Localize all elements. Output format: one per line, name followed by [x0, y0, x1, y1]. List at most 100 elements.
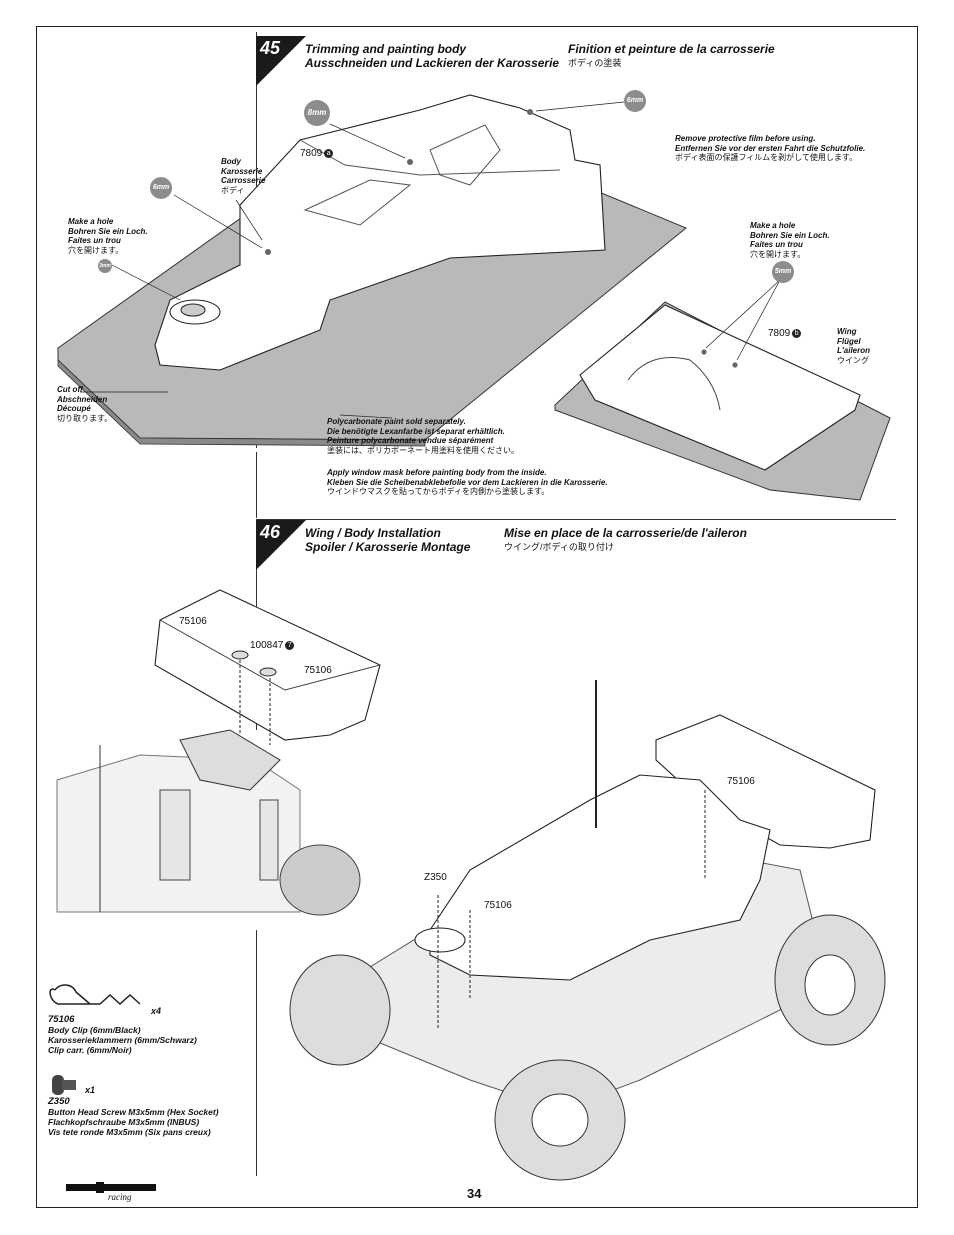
part-z350: Z350 — [424, 872, 447, 883]
body-tray-illustration — [57, 94, 687, 447]
svg-text:racing: racing — [108, 1192, 132, 1202]
button-head-screw-icon — [52, 1075, 76, 1095]
legend-z350: Z350 Button Head Screw M3x5mm (Hex Socke… — [48, 1096, 219, 1138]
body-label-en: Body — [221, 157, 241, 166]
divider-horizontal — [256, 519, 896, 520]
step-46-badge: 46 — [256, 520, 306, 570]
drill-size-3mm: 3mm — [98, 259, 112, 273]
cut-off-de: Abschneiden — [57, 394, 108, 404]
hole-note-left-jp: 穴を開けます。 — [68, 245, 124, 255]
part-100847-number: 100847 — [250, 640, 284, 651]
step-46-number: 46 — [260, 522, 281, 542]
part-wing-badge: b — [792, 328, 802, 338]
legend-75106-de: Karosserieklammern (6mm/Schwarz) — [48, 1035, 197, 1045]
paint-note-jp: 塗装には、ポリカボーネート用塗料を使用ください。 — [327, 445, 519, 455]
car-assembly-illustration — [289, 680, 886, 1181]
step-46-title-en: Wing / Body Installation — [305, 526, 441, 540]
hole-note-left-de: Bohren Sie ein Loch. — [68, 226, 148, 236]
paint-note: Polycarbonate paint sold separately. Die… — [327, 417, 519, 455]
film-note-jp: ボディ表面の保護フィルムを剥がして使用します。 — [675, 153, 858, 162]
step-46-title-jp: ウイング/ボディの取り付け — [504, 542, 614, 552]
drill-size-6mm-left: 6mm — [150, 177, 172, 199]
body-clip-icon — [49, 984, 141, 1006]
legend-z350-en: Button Head Screw M3x5mm (Hex Socket) — [48, 1107, 219, 1117]
step-46-title-fr: Mise en place de la carrosserie/de l'ail… — [504, 526, 747, 540]
hole-note-left-fr: Faites un trou — [68, 236, 121, 245]
hole-note-left-en: Make a hole — [68, 217, 114, 226]
legend-75106-qty: x4 — [151, 1006, 162, 1016]
drill-size-6mm-right: 6mm — [624, 90, 646, 112]
mask-note-de: Kleben Sie die Scheibenabklebefolie vor … — [327, 477, 608, 487]
mask-note-en: Apply window mask before painting body f… — [327, 468, 547, 477]
divider-vertical-mid — [256, 452, 257, 518]
film-note-en: Remove protective film before using. — [675, 134, 816, 143]
hole-note-right-de: Bohren Sie ein Loch. — [750, 230, 830, 240]
paint-note-en: Polycarbonate paint sold separately. — [327, 417, 466, 426]
paint-note-de: Die benötigte Lexanfarbe ist separat erh… — [327, 426, 505, 436]
hole-note-right-jp: 穴を開けます。 — [750, 249, 806, 259]
cut-off-note: Cut off Abschneiden Découpé 切り取ります。 — [57, 385, 112, 423]
body-label-jp: ボディ — [221, 185, 245, 195]
drill-size-8mm: 8mm — [304, 100, 330, 126]
wing-label-en: Wing — [837, 327, 857, 336]
part-75106-body-rear: 75106 — [727, 776, 755, 787]
step-45-number: 45 — [260, 38, 281, 58]
part-75106-body-front: 75106 — [484, 900, 512, 911]
legend-75106-en: Body Clip (6mm/Black) — [48, 1025, 141, 1035]
mask-note: Apply window mask before painting body f… — [327, 468, 608, 497]
step-45-badge: 45 — [256, 36, 306, 86]
divider-vertical-bottom — [256, 930, 257, 1176]
step-46-title: Wing / Body Installation Spoiler / Karos… — [305, 526, 470, 554]
legend-z350-qty: x1 — [85, 1085, 96, 1095]
wing-label-de: Flügel — [837, 336, 861, 346]
step-46-title-de: Spoiler / Karosserie Montage — [305, 540, 471, 554]
wing-label: Wing Flügel L'aileron ウイング — [837, 327, 870, 365]
drill-size-5mm: 5mm — [772, 261, 794, 283]
step-45-title-de: Ausschneiden und Lackieren der Karosseri… — [305, 56, 560, 70]
part-100847-badge: 7 — [285, 640, 295, 650]
mask-note-jp: ウインドウマスクを貼ってからボディを内側から塗装します。 — [327, 487, 550, 496]
hole-note-left: Make a hole Bohren Sie ein Loch. Faites … — [68, 217, 148, 255]
wing-label-jp: ウイング — [837, 355, 869, 365]
legend-z350-fr: Vis tete ronde M3x5mm (Six pans creux) — [48, 1127, 211, 1137]
step-45-title-jp: ボディの塗装 — [568, 58, 622, 68]
wing-tray-illustration — [554, 279, 891, 501]
step-45-title-en: Trimming and painting body — [305, 42, 467, 56]
hole-note-right-en: Make a hole — [750, 221, 796, 230]
wing-exploded-illustration — [154, 589, 381, 745]
part-wing-number: 7809 — [768, 328, 791, 339]
part-75106-wing-right: 75106 — [304, 665, 332, 676]
page-number: 34 — [467, 1186, 482, 1201]
hole-note-right: Make a hole Bohren Sie ein Loch. Faites … — [750, 221, 830, 259]
step-46-title-right: Mise en place de la carrosserie/de l'ail… — [504, 526, 747, 554]
cut-off-jp: 切り取ります。 — [57, 413, 113, 423]
step-45-title-fr: Finition et peinture de la carrosserie — [568, 42, 775, 56]
chassis-left-fragment — [56, 729, 361, 916]
paint-note-fr: Peinture polycarbonate vendue séparément — [327, 436, 494, 445]
part-body-number: 7809 — [300, 148, 323, 159]
film-note-de: Entfernen Sie vor der ersten Fahrt die S… — [675, 143, 866, 153]
body-label-de: Karosserie — [221, 166, 263, 176]
legend-75106-fr: Clip carr. (6mm/Noir) — [48, 1045, 132, 1055]
hpi-racing-logo: racing — [66, 1180, 158, 1202]
part-75106-wing-left: 75106 — [179, 616, 207, 627]
body-label: Body Karosserie Carrosserie ボディ — [221, 157, 265, 195]
part-body-badge: a — [324, 148, 334, 158]
hole-note-right-fr: Faites un trou — [750, 240, 803, 249]
legend-z350-code: Z350 — [48, 1096, 70, 1107]
film-note: Remove protective film before using. Ent… — [675, 134, 865, 163]
page-frame — [36, 26, 918, 1208]
body-label-fr: Carrosserie — [221, 176, 266, 185]
legend-75106: 75106 Body Clip (6mm/Black) Karosseriekl… — [48, 1014, 197, 1056]
wing-label-fr: L'aileron — [837, 346, 871, 355]
legend-z350-de: Flachkopfschraube M3x5mm (INBUS) — [48, 1117, 200, 1127]
cut-off-fr: Découpé — [57, 404, 91, 413]
legend-75106-code: 75106 — [48, 1014, 75, 1025]
cut-off-en: Cut off — [57, 385, 83, 394]
step-45-title-right: Finition et peinture de la carrosserie ボ… — [568, 42, 775, 70]
step-45-title: Trimming and painting body Ausschneiden … — [305, 42, 559, 70]
